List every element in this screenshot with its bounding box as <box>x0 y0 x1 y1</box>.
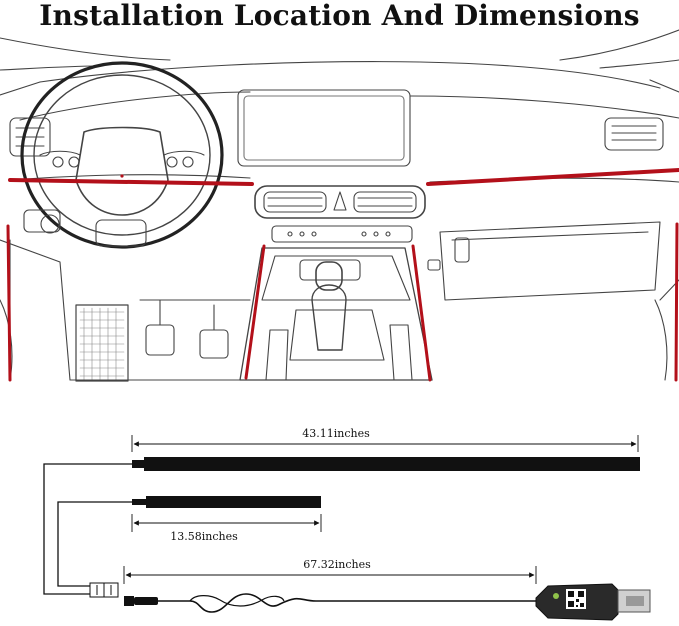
dash-light-right <box>426 168 679 186</box>
steering-wheel <box>20 61 224 249</box>
center-display <box>237 89 411 167</box>
dimension-short-strip <box>131 514 322 532</box>
door-light-right <box>674 222 679 382</box>
ambient-light-positions <box>6 168 679 382</box>
dimension-cable <box>123 566 537 584</box>
glove-box <box>439 221 661 301</box>
page-title: Installation Location And Dimensions <box>39 0 640 32</box>
connector <box>89 582 119 598</box>
brake-pedal <box>145 324 175 356</box>
door-light-left <box>6 224 12 382</box>
product-diagram: 43.11inches 13.58inches <box>43 427 651 621</box>
center-console <box>239 247 433 381</box>
car-interior-illustration <box>0 29 679 382</box>
usb-cable <box>158 593 536 613</box>
short-strip-length-label: 13.58inches <box>170 530 238 543</box>
floor-mat <box>75 304 129 382</box>
console-light-left <box>244 244 266 380</box>
dimension-long-strip <box>131 435 639 452</box>
cable-plug <box>124 596 134 606</box>
clutch-pedal <box>199 329 229 359</box>
wiring <box>43 463 132 595</box>
long-strip-length-label: 43.11inches <box>302 427 370 440</box>
cable-length-label: 67.32inches <box>303 558 371 571</box>
right-air-vent <box>604 117 664 151</box>
short-led-strip <box>146 496 321 508</box>
dash-light-left <box>8 178 254 186</box>
center-air-vents <box>254 185 426 219</box>
console-light-right <box>411 244 432 382</box>
usb-controller <box>535 583 651 621</box>
long-led-strip <box>144 457 640 471</box>
